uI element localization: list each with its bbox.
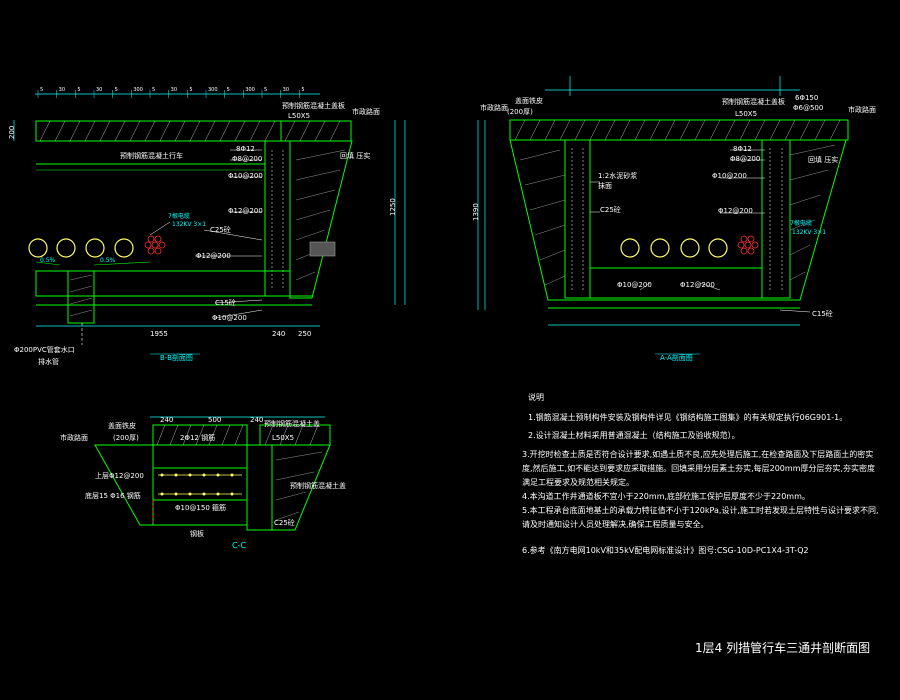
notes: 说明 1.钢筋混凝土预制构件安装及钢构件详见《钢结构施工图集》的有关规定执行06… xyxy=(522,392,879,555)
cover-label-c-right: 预制钢筋混凝土盖 xyxy=(264,419,320,428)
top-dimension-labels: 5 30 5 30 5 300 5 30 5 300 5 300 5 30 5 xyxy=(37,87,305,98)
concrete-base-r: C15砼 xyxy=(812,309,833,318)
note-5: 5.本工程承台底面地基土的承载力特征值不小于120kPa,设计,施工时若发现土层… xyxy=(522,506,879,529)
wall-dim-2: 250 xyxy=(298,330,311,338)
note-6: 6.参考《南方电网10kV和35kV配电网标准设计》图号:CSG-10D-PC1… xyxy=(522,546,809,555)
slope-1: 0.5% xyxy=(40,257,56,264)
rebar-bottom-2-r: Φ12@200 xyxy=(680,281,715,289)
cable-label: 7根电缆 xyxy=(168,212,190,220)
bottom-rebar-c: 底层15 Φ16 钢筋 xyxy=(85,491,141,500)
rebar-mid-1-r: Φ10@200 xyxy=(712,172,747,180)
wall-dim: 240 xyxy=(272,330,285,338)
cable-spec-r: 132KV 3×1 xyxy=(792,229,826,236)
slope-2: 0.5% xyxy=(100,257,116,264)
note-3: 3.开挖时检查土质是否符合设计要求,如遇土质不良,应先处理后施工,在检查路面及下… xyxy=(522,450,876,487)
right-cap-a: 6Φ150 xyxy=(795,94,818,102)
rebar-top-b-r: Φ8@200 xyxy=(730,155,760,163)
angle-steel-c: L50X5 xyxy=(272,434,294,442)
drawing-title: 1层4 列措管行车三通井剖断面图 xyxy=(695,640,870,655)
notes-heading: 说明 xyxy=(528,392,544,402)
guide-label: 预制钢筋混凝土行车 xyxy=(120,151,183,160)
fill-label-r: 回填 压实 xyxy=(808,155,838,164)
top-dim-label: 300 xyxy=(245,87,255,93)
mortar-label-2: 抹面 xyxy=(598,181,612,190)
concrete-c: C25砼 xyxy=(274,518,295,527)
top-dim-label: 30 xyxy=(59,87,65,93)
cover-label: 预制钢筋混凝土盖板 xyxy=(282,101,345,110)
rebar-mid-2-r: Φ12@200 xyxy=(718,207,753,215)
section-b-b: 5 30 5 30 5 300 5 30 5 300 5 300 5 30 5 xyxy=(8,87,406,366)
rebar-mid-2: Φ12@200 xyxy=(228,207,263,215)
rebar-top-a-r: 8Φ12 xyxy=(733,145,752,153)
top-dim-label: 5 xyxy=(115,87,118,93)
top-slab-dim: 200 xyxy=(8,126,16,139)
dim-1: 240 xyxy=(160,416,173,424)
cable-spec: 132KV 3×1 xyxy=(172,221,206,228)
top-dim-label: 300 xyxy=(133,87,143,93)
top-dim-label: 5 xyxy=(77,87,80,93)
pvc-pipe-label-2: 排水管 xyxy=(38,357,59,366)
mortar-label: 1:2水泥砂浆 xyxy=(598,171,637,180)
top-dim-label: 30 xyxy=(283,87,289,93)
top-dim-label: 5 xyxy=(189,87,192,93)
height-dim: 1250 xyxy=(389,198,397,216)
rebar-top-a: 8Φ12 xyxy=(236,145,255,153)
rebar-top-c: 2Φ12 钢筋 xyxy=(180,433,215,442)
top-dim-label: 5 xyxy=(227,87,230,93)
cover-dim: (200厚) xyxy=(507,108,533,116)
rebar-mid-1: Φ10@200 xyxy=(228,172,263,180)
concrete-wall-label: C25砼 xyxy=(210,225,231,234)
angle-steel-label-r: L50X5 xyxy=(735,110,757,118)
section-a-a: 市政路面 盖面铁皮 (200厚) 预制钢筋混凝土盖板 L50X5 6Φ150 Φ… xyxy=(472,76,876,362)
concrete-base-label: C15砼 xyxy=(215,298,236,307)
section-c-c-title: C-C xyxy=(232,541,246,550)
rebar-bottom-1: Φ12@200 xyxy=(196,252,231,260)
road-left-label: 市政路面 xyxy=(480,103,508,112)
top-rebar-c: 上层Φ12@200 xyxy=(95,471,144,480)
cover-label: 预制钢筋混凝土盖板 xyxy=(722,97,785,106)
fill-label: 回填 压实 xyxy=(340,151,370,160)
dim-3: 240 xyxy=(250,416,263,424)
top-dim-label: 300 xyxy=(208,87,218,93)
road-right-label: 市政路面 xyxy=(848,105,876,114)
concrete-wall-r: C25砼 xyxy=(600,205,621,214)
section-c-c: 240 500 240 盖面铁皮 (200厚) 市政路面 2Φ12 钢筋 预制钢… xyxy=(60,416,346,550)
top-dim-label: 5 xyxy=(301,87,304,93)
top-dim-label: 5 xyxy=(152,87,155,93)
dim-2: 500 xyxy=(208,416,221,424)
note-2: 2.设计混凝土材料采用普通混凝土（结构施工及验收规范）。 xyxy=(528,430,740,440)
top-dim-label: 30 xyxy=(96,87,102,93)
guide-label-c: 预制钢筋混凝土盖 xyxy=(290,481,346,490)
top-dim-label: 5 xyxy=(264,87,267,93)
cover-label-top: 盖面铁皮 xyxy=(515,96,543,105)
road-label-c: 市政路面 xyxy=(60,433,88,442)
pvc-pipe-label: Φ200PVC管套水口 xyxy=(14,345,75,354)
rebar-bottom-2: Φ10@200 xyxy=(212,314,247,322)
rebar-bottom-1-r: Φ10@200 xyxy=(617,281,652,289)
angle-steel-label: L50X5 xyxy=(288,112,310,120)
section-a-a-title: A-A剖面图 xyxy=(660,353,693,362)
steel-plate-c: 钢板 xyxy=(190,529,204,538)
cable-label-r: 7根电缆 xyxy=(790,219,812,227)
right-cap-b: Φ6@500 xyxy=(793,104,823,112)
section-b-b-title: B-B剖面图 xyxy=(160,353,193,362)
note-1: 1.钢筋混凝土预制构件安装及钢构件详见《钢结构施工图集》的有关规定执行06G90… xyxy=(528,412,847,422)
width-dim: 1955 xyxy=(150,330,168,338)
height-dim-r: 1390 xyxy=(472,203,480,221)
road-surface-label: 市政路面 xyxy=(352,107,380,116)
top-dim-label: 5 xyxy=(40,87,43,93)
stirrup-c: Φ10@150 箍筋 xyxy=(175,503,226,512)
top-dim-label: 30 xyxy=(171,87,177,93)
cover-label-c: 盖面铁皮 xyxy=(108,421,136,430)
rebar-top-b: Φ8@200 xyxy=(232,155,262,163)
note-4: 4.本沟道工作井通道板不宜小于220mm,底部砼施工保护层厚度不少于220mm。 xyxy=(522,492,810,501)
cover-dim-c: (200厚) xyxy=(113,434,139,442)
